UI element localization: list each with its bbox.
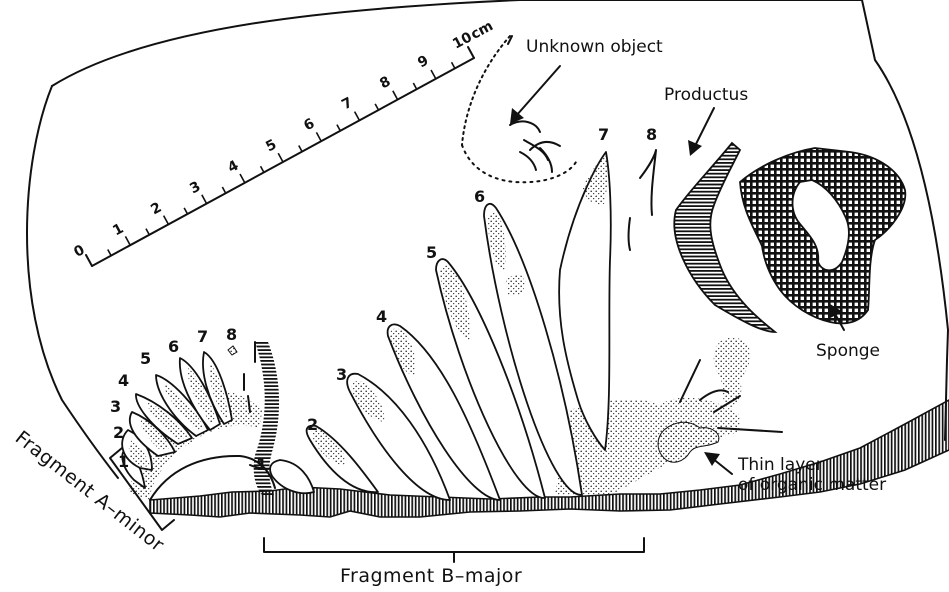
scale-tick-5: 5: [263, 137, 279, 156]
scale-tick-mark: [164, 216, 169, 225]
scale-tick-mark: [261, 166, 264, 172]
fragment-a-num-3: 3: [110, 397, 121, 416]
scale-tick-2: 2: [148, 200, 164, 219]
scale-tick-mark: [278, 153, 283, 162]
label-fragment-b: Fragment B–major: [340, 565, 522, 587]
fragment-a-num-8: 8: [226, 325, 237, 344]
organic-matter-blob-upper: [714, 337, 751, 408]
scale-tick-mark: [184, 208, 187, 214]
scale-tick-7: 7: [339, 95, 355, 114]
label-unknown-object: Unknown object: [526, 37, 663, 57]
fragment-b-num-7: 7: [598, 125, 609, 144]
scale-tick-mark: [299, 145, 302, 151]
fragment-b-num-8: 8: [646, 125, 657, 144]
scale-tick-mark: [240, 174, 245, 183]
scale-tick-mark: [108, 249, 111, 255]
fragment-a-num-2: 2: [113, 423, 124, 442]
scale-tick-8: 8: [377, 74, 393, 93]
scale-tick-mark: [355, 112, 360, 121]
scale-tick-mark: [375, 104, 378, 110]
label-sponge: Sponge: [816, 341, 880, 361]
fragment-b-frond-8: [640, 150, 656, 215]
fragment-b-num-3: 3: [336, 365, 347, 384]
fragment-b-bracket: [264, 538, 644, 552]
fragment-b-frond-1: [270, 460, 314, 493]
scale-tick-4: 4: [225, 157, 241, 176]
label-organic-matter-2: of organic matter: [738, 475, 886, 495]
scale-tick-mark: [431, 70, 436, 79]
unknown-object: [462, 36, 576, 182]
scale-tick-mark: [316, 132, 321, 141]
scale-tick-mark: [202, 195, 207, 204]
label-organic-matter-1: Thin layer: [737, 455, 823, 475]
fragment-a-num-7: 7: [197, 327, 208, 346]
scale-tick-0: 0: [71, 242, 87, 261]
scale-tick-mark: [393, 91, 398, 100]
scale-tick-mark: [413, 83, 416, 89]
fragment-a-frond-8: [228, 346, 237, 355]
scale-tick-mark: [337, 125, 340, 131]
scale-tick-mark: [125, 236, 130, 245]
label-productus: Productus: [664, 85, 748, 105]
fragment-b-num-2: 2: [307, 415, 318, 434]
scale-tick-mark: [146, 229, 149, 235]
fragment-b-num-1: 1: [256, 455, 267, 474]
fragment-b-num-4: 4: [376, 307, 387, 326]
fragment-a-num-1: 1: [118, 452, 129, 471]
fragment-b-num-6: 6: [474, 187, 485, 206]
scale-bar: 0 1 2 3 4 5 6 7 8 9 10cm: [71, 18, 496, 266]
fragment-b-num-5: 5: [426, 243, 437, 262]
scale-tick-9: 9: [415, 53, 431, 72]
sponge-fossil: [740, 148, 905, 324]
scale-tick-mark: [452, 62, 455, 68]
fragment-a-num-5: 5: [140, 349, 151, 368]
scale-tick-6: 6: [301, 116, 317, 135]
fragment-a-num-6: 6: [168, 337, 179, 356]
scale-tick-10: 10cm: [450, 18, 496, 52]
scale-tick-mark: [222, 187, 225, 193]
scale-tick-3: 3: [187, 179, 203, 198]
fragment-a-num-4: 4: [118, 371, 129, 390]
scale-tick-1: 1: [110, 221, 126, 240]
slab-left-edge: [27, 86, 118, 478]
